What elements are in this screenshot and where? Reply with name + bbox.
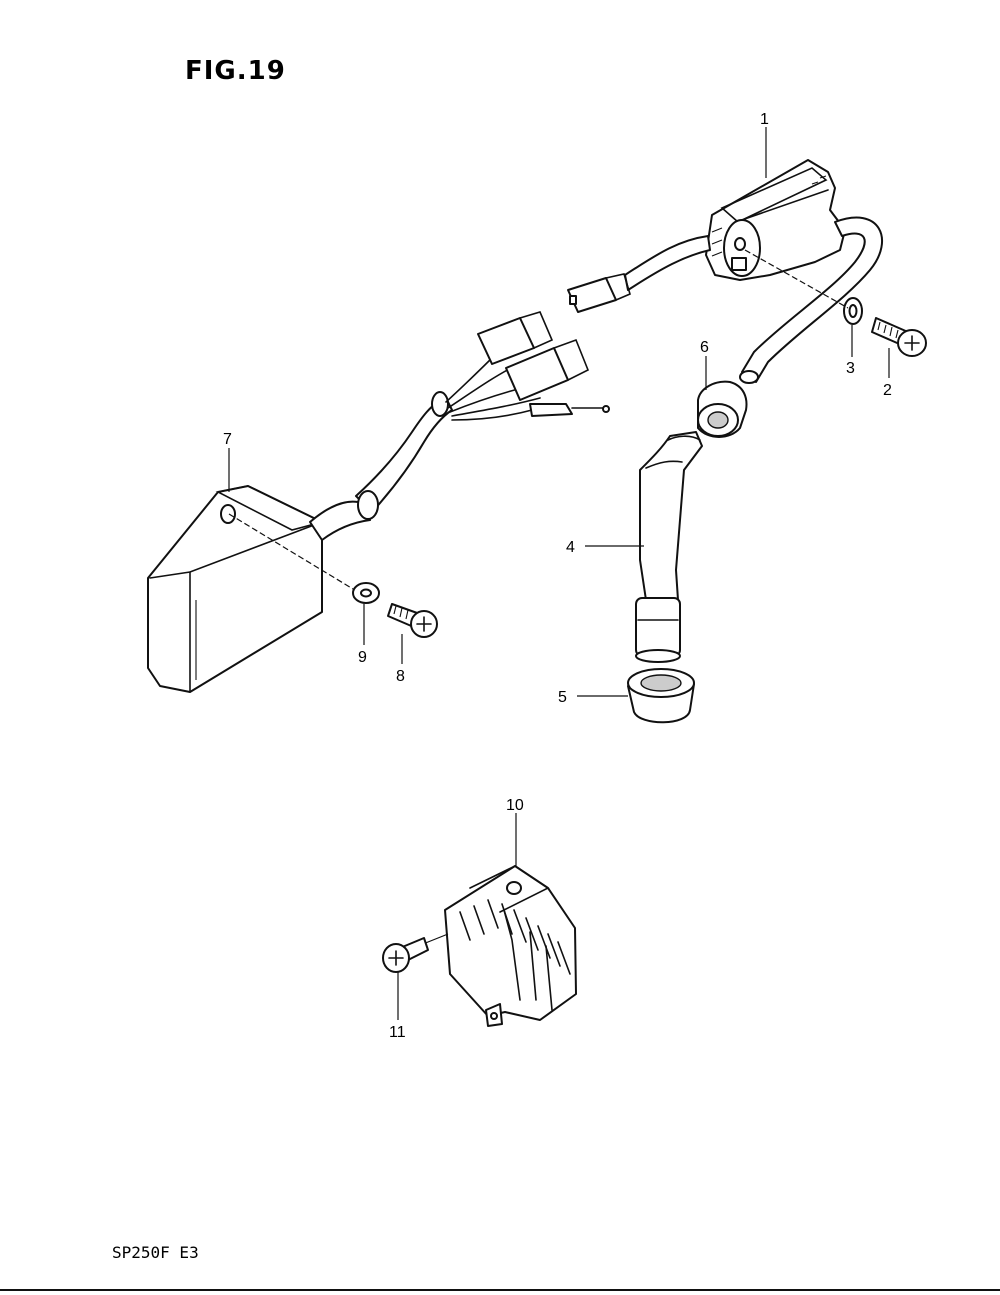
callout-9: 9 [358, 649, 367, 666]
washer-part-3 [843, 297, 863, 325]
ignition-coil [567, 159, 884, 384]
assembly-line-7-9 [228, 513, 359, 593]
washer-part-9 [352, 582, 380, 604]
grommet-part-6 [697, 380, 748, 438]
cdi-unit-part-7 [147, 311, 610, 693]
plug-cap-part-4 [635, 431, 703, 663]
callout-4: 4 [566, 539, 575, 556]
model-code: SP250F E3 [112, 1243, 199, 1262]
figure-title: FIG.19 [185, 56, 286, 86]
callout-8: 8 [396, 668, 405, 685]
screw-part-2 [871, 317, 927, 357]
callout-11: 11 [389, 1024, 406, 1041]
regulator-part-10 [444, 865, 577, 1027]
callout-1: 1 [760, 111, 769, 128]
callout-10: 10 [506, 797, 524, 814]
callout-2: 2 [883, 382, 892, 399]
callout-6: 6 [700, 339, 709, 356]
screw-part-11 [382, 937, 429, 973]
screw-part-8 [387, 603, 438, 638]
boot-ring-part-5 [627, 668, 695, 724]
callout-7: 7 [223, 431, 232, 448]
assembly-line-1-3 [744, 249, 849, 309]
callout-3: 3 [846, 360, 855, 377]
callout-5: 5 [558, 689, 567, 706]
